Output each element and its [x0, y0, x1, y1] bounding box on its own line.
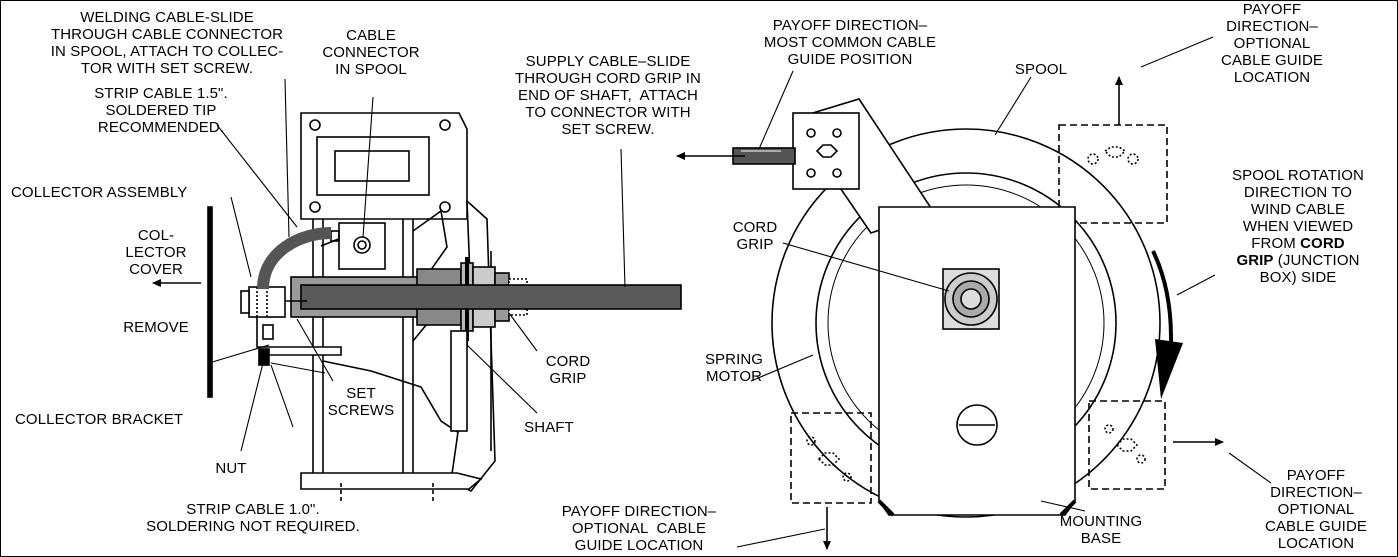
rotation-label: SPOOL ROTATION DIRECTION TO WIND CABLE W…: [1205, 167, 1391, 286]
strip-10-label: STRIP CABLE 1.0". SOLDERING NOT REQUIRED…: [146, 501, 360, 535]
nut-label: NUT: [215, 460, 247, 477]
spring-motor-label: SPRING MOTOR: [704, 351, 764, 385]
junction-box: [300, 112, 468, 220]
side-leaders: [208, 78, 626, 452]
cable-connector-label: CABLE CONNECTOR IN SPOOL: [322, 27, 420, 78]
front-view: [676, 76, 1224, 550]
payoff-bottom-label: PAYOFF DIRECTION– OPTIONAL CABLE GUIDE L…: [561, 503, 717, 554]
payoff-top-label: PAYOFF DIRECTION– OPTIONAL CABLE GUIDE L…: [1221, 1, 1323, 86]
payoff-common-label: PAYOFF DIRECTION– MOST COMMON CABLE GUID…: [763, 17, 937, 68]
payoff-right-label: PAYOFF DIRECTION– OPTIONAL CABLE GUIDE L…: [1265, 467, 1367, 552]
collector-assembly-label: COLLECTOR ASSEMBLY: [11, 184, 188, 201]
rotation-arrow-head: [1155, 339, 1183, 399]
cable-connector: [338, 222, 386, 270]
optional-guide-bottom: [790, 412, 872, 504]
spool-label: SPOOL: [1014, 61, 1068, 78]
strip-15-label: STRIP CABLE 1.5". SOLDERED TIP RECOMMEND…: [94, 85, 228, 136]
base-foot: [300, 472, 483, 490]
rotation-bold-grip: GRIP: [1236, 252, 1274, 269]
mounting-base-label: MOUNTING BASE: [1059, 513, 1143, 547]
shaft-label: SHAFT: [524, 419, 574, 436]
rotation-text-1: SPOOL ROTATION DIRECTION TO WIND CABLE W…: [1232, 167, 1364, 252]
rotation-text-2: (JUNCTION BOX) SIDE: [1259, 252, 1360, 286]
front-leaders: [736, 36, 1272, 548]
cord-grip-right-label: CORD GRIP: [732, 219, 778, 253]
remove-label: REMOVE: [123, 319, 189, 336]
set-screws-label: SET SCREWS: [327, 385, 395, 419]
collector-cover-label: COL- LECTOR COVER: [125, 227, 187, 278]
supply-cable-label: SUPPLY CABLE–SLIDE THROUGH CORD GRIP IN …: [515, 53, 701, 138]
rotation-bold-cord: CORD: [1300, 235, 1345, 252]
welding-cable-label: WELDING CABLE-SLIDE THROUGH CABLE CONNEC…: [50, 9, 284, 77]
supply-cable: [300, 284, 682, 310]
mounting-base: [878, 206, 1076, 516]
collector-cover-plate: [207, 206, 213, 398]
collector-bracket-label: COLLECTOR BRACKET: [15, 411, 184, 428]
side-view: [152, 112, 682, 501]
optional-guide-top: [1058, 124, 1168, 224]
spool-outer: [771, 128, 1161, 518]
optional-guide-right: [1088, 400, 1166, 490]
cord-grip-left-label: CORD GRIP: [545, 353, 591, 387]
